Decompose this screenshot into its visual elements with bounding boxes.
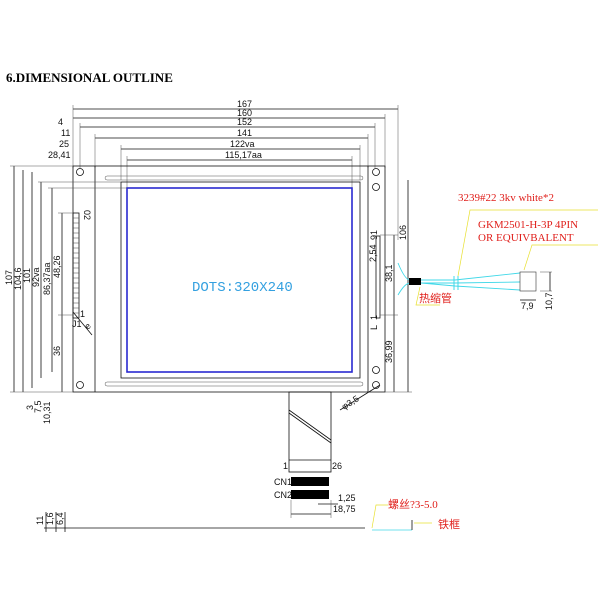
dim-3: 3 bbox=[25, 405, 35, 410]
mounting-hole-icon bbox=[76, 168, 84, 176]
dim-106: 106 bbox=[398, 225, 408, 240]
dim-7-5: 7,5 bbox=[33, 400, 43, 413]
dim-4: 4 bbox=[58, 117, 63, 127]
cn2-label: CN2 bbox=[274, 490, 292, 500]
backlight-cable: 3239#22 3kv white*2 GKM2501-H-3P 4PIN OR… bbox=[397, 192, 598, 311]
pin-start-label: 1 bbox=[80, 309, 85, 319]
connector-housing bbox=[519, 271, 537, 292]
dim-101: 101 bbox=[22, 268, 32, 283]
dim-side-6-4: 6,4 bbox=[55, 512, 65, 525]
cn2-connector bbox=[291, 490, 329, 499]
dim-25: 25 bbox=[59, 139, 69, 149]
left-connector: 02 J1 1 e bbox=[72, 210, 93, 336]
dim-11: 11 bbox=[61, 128, 70, 138]
right-connector: 106 38,1 36,99 91 2,54 1 L φ3,5 bbox=[340, 180, 412, 412]
dim-107: 107 bbox=[4, 270, 14, 285]
screw-label: 螺丝?3-5.0 bbox=[388, 498, 438, 511]
mounting-hole-icon bbox=[372, 183, 380, 191]
dim-160: 160 bbox=[237, 108, 252, 118]
dim-92va: 92va bbox=[31, 267, 41, 287]
dim-141: 141 bbox=[237, 128, 252, 138]
dim-side-1-6: 1,6 bbox=[45, 512, 55, 525]
fpc-tail: 1 26 CN1 CN2 1,25 18,75 bbox=[274, 391, 356, 518]
dim-10-31: 10,31 bbox=[42, 401, 52, 424]
pin-end-label: 02 bbox=[82, 210, 92, 220]
top-dimensions: 167 160 152 141 122va 115,17aa 4 11 25 2… bbox=[48, 99, 399, 240]
dim-28-41: 28,41 bbox=[48, 150, 71, 160]
pin-1-label: 1 bbox=[369, 315, 379, 320]
dim-48-26: 48,26 bbox=[52, 255, 62, 278]
wire-spec-label: 3239#22 3kv white*2 bbox=[458, 192, 554, 204]
dim-36: 36 bbox=[52, 346, 62, 356]
dim-7-9: 7,9 bbox=[521, 301, 534, 311]
pin-91-label: 91 bbox=[369, 230, 379, 240]
dim-104-6: 104,6 bbox=[13, 267, 23, 290]
heat-shrink-label: 热缩管 bbox=[419, 291, 452, 305]
section-title: 6.DIMENSIONAL OUTLINE bbox=[6, 70, 173, 85]
dim-38-1: 38,1 bbox=[384, 264, 394, 282]
mounting-hole-icon bbox=[372, 168, 380, 176]
display-resolution-label: DOTS:320X240 bbox=[192, 280, 293, 296]
left-dimensions: 107 104,6 101 92va 86,37aa 48,26 36 3 7,… bbox=[4, 165, 127, 424]
dim-36-99: 36,99 bbox=[384, 340, 394, 363]
dim-18-75: 18,75 bbox=[333, 504, 356, 514]
cn1-label: CN1 bbox=[274, 477, 292, 487]
hole-diameter-label: φ3,5 bbox=[340, 393, 361, 411]
side-view: 11 1,6 6,4 螺丝?3-5.0 铁框 bbox=[35, 498, 460, 532]
mounting-hole-icon bbox=[76, 381, 84, 389]
lcd-module: DOTS:320X240 bbox=[72, 165, 386, 393]
dim-side-11: 11 bbox=[35, 516, 45, 525]
heat-shrink-tube bbox=[409, 278, 421, 285]
cn1-connector bbox=[291, 477, 329, 486]
fpc-pin-first: 1 bbox=[283, 461, 288, 471]
dim-10-7: 10,7 bbox=[544, 292, 554, 310]
active-area bbox=[126, 187, 353, 373]
dim-122va: 122va bbox=[230, 139, 255, 149]
iron-frame-label: 铁框 bbox=[438, 518, 460, 531]
mounting-hole-icon bbox=[372, 366, 380, 374]
connector-j1-label: J1 bbox=[72, 319, 82, 329]
connector-angle-label: e bbox=[82, 321, 93, 332]
dim-167: 167 bbox=[237, 99, 252, 109]
pin-l-label: L bbox=[369, 325, 379, 330]
dim-115aa: 115,17aa bbox=[225, 150, 262, 160]
connector-spec-line1: GKM2501-H-3P 4PIN bbox=[478, 219, 578, 231]
pin-pitch-label: 2,54 bbox=[368, 244, 378, 262]
dim-1-25: 1,25 bbox=[338, 493, 356, 503]
dim-86-37aa: 86,37aa bbox=[42, 262, 52, 295]
dim-152: 152 bbox=[237, 117, 252, 127]
fpc-pin-last: 26 bbox=[332, 461, 342, 471]
connector-spec-line2: OR EQUIVBALENT bbox=[478, 232, 574, 244]
